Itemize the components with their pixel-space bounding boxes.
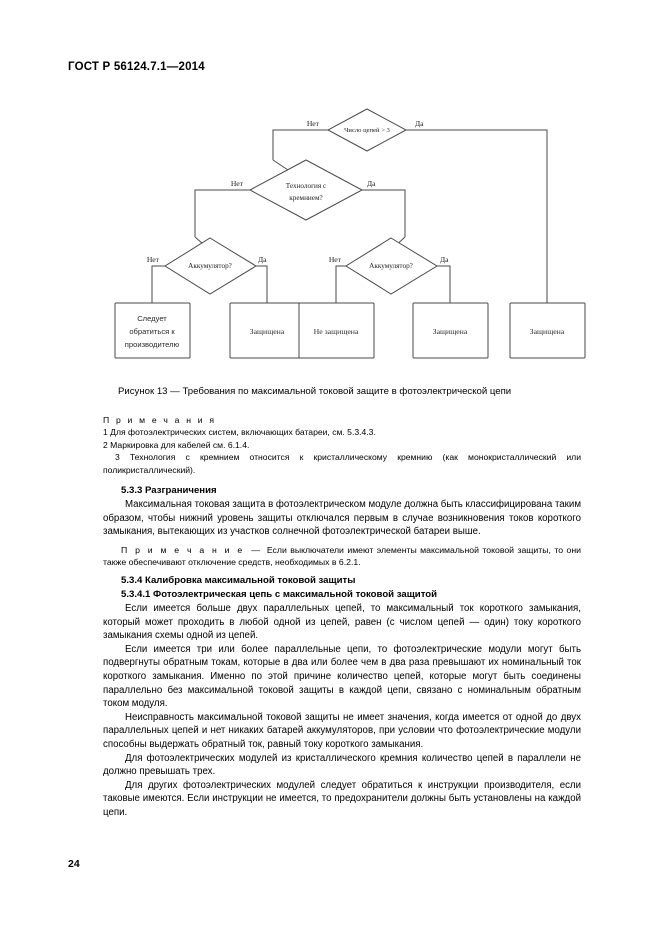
terminal-protected-2 xyxy=(412,302,489,359)
paragraph-5-3-4-1-4: Для фотоэлектрических модулей из кристал… xyxy=(103,752,581,778)
decision-1-no-label: Нет xyxy=(307,119,320,128)
paragraph-5-3-4-1-1: Если имеется больше двух параллельных це… xyxy=(103,602,581,642)
decision-2-label-line2: кремнием? xyxy=(289,194,322,202)
heading-5-3-4-1: 5.3.4.1 Фотоэлектрическая цепь с максима… xyxy=(121,588,438,600)
inline-note-text: Если выключатели имеют элементы максимал… xyxy=(103,544,581,568)
terminal-consult-manufacturer xyxy=(114,302,191,359)
figure-caption: Рисунок 13 — Требования по максимальной … xyxy=(118,386,512,397)
decision-1-yes-label: Да xyxy=(415,119,424,128)
decision-2-label-line1: Технология с xyxy=(286,182,326,190)
terminal-3-line1: Не защищена xyxy=(314,327,359,336)
decision-3-label: Аккумулятор? xyxy=(188,262,232,270)
connector-d4-yes xyxy=(437,265,451,303)
decision-silicon-technology xyxy=(248,159,364,221)
paragraph-5-3-4-1-2: Если имеется три или более параллельные … xyxy=(103,643,581,710)
note-item-3: 3 Технология с кремнием относится к крис… xyxy=(103,452,581,475)
decision-4-no-label: Нет xyxy=(329,255,342,264)
paragraph-5-3-4-1-5: Для других фотоэлектрических модулей сле… xyxy=(103,779,581,818)
terminal-4-line1: Защищена xyxy=(433,327,468,336)
paragraph-5-3-3-1: Максимальная токовая защита в фотоэлектр… xyxy=(103,499,581,538)
connector-d2-no xyxy=(194,189,250,237)
figure-13-flowchart: Число цепей > 3 Нет Да Технология с крем… xyxy=(110,108,610,373)
connector-d2-yes xyxy=(362,189,406,237)
note-item-1: 1 Для фотоэлектрических систем, включающ… xyxy=(103,427,376,438)
decision-accumulator-right xyxy=(345,237,438,295)
terminal-5-line1: Защищена xyxy=(530,327,565,336)
decision-2-no-label: Нет xyxy=(231,179,244,188)
decision-2-yes-label: Да xyxy=(367,179,376,188)
terminal-protected-3 xyxy=(509,302,586,359)
decision-4-yes-label: Да xyxy=(440,255,449,264)
inline-note-dash: — xyxy=(251,544,260,555)
terminal-2-line1: Защищена xyxy=(250,327,285,336)
decision-accumulator-left xyxy=(164,237,257,295)
connector-d4-no xyxy=(335,265,346,303)
decision-3-yes-label: Да xyxy=(258,255,267,264)
standard-header: ГОСТ Р 56124.7.1—2014 xyxy=(68,61,205,73)
decision-3-no-label: Нет xyxy=(147,255,160,264)
inline-note-lead: П р и м е ч а н и е xyxy=(121,544,245,555)
terminal-1-line3: производителю xyxy=(125,340,180,349)
inline-note-spacer-2 xyxy=(260,545,267,555)
notes-block: П р и м е ч а н и я 1 Для фотоэлектричес… xyxy=(103,414,581,476)
heading-5-3-3: 5.3.3 Разграничения xyxy=(121,485,217,496)
decision-1-label: Число цепей > 3 xyxy=(344,127,390,134)
notes-title: П р и м е ч а н и я xyxy=(103,415,217,425)
terminal-not-protected xyxy=(298,302,375,359)
terminal-1-line1: Следует xyxy=(137,314,167,323)
connector-d1-no xyxy=(272,129,328,160)
inline-note-5-3-3: П р и м е ч а н и е — Если выключатели и… xyxy=(103,544,581,569)
page-number: 24 xyxy=(68,858,80,870)
heading-5-3-4: 5.3.4 Калибровка максимальной токовой за… xyxy=(121,574,356,586)
connector-d3-no xyxy=(151,265,165,303)
paragraph-5-3-4-1-3: Неисправность максимальной токовой защит… xyxy=(103,711,581,750)
connector-d1-yes xyxy=(406,129,548,303)
terminal-1-line2: обратиться к xyxy=(129,327,175,336)
decision-number-of-circuits xyxy=(326,108,408,152)
note-item-2: 2 Маркировка для кабелей см. 6.1.4. xyxy=(103,439,250,450)
connector-d3-yes xyxy=(256,265,268,303)
body-text: 5.3.3 Разграничения Максимальная токовая… xyxy=(103,484,581,819)
decision-4-label: Аккумулятор? xyxy=(369,262,413,270)
